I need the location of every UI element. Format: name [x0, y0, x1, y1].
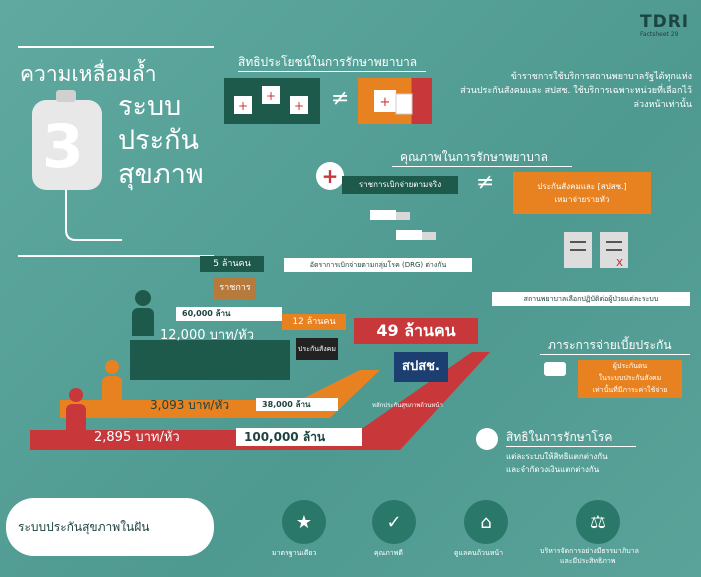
svg-text:+: + — [266, 89, 276, 103]
benefits-heading: สิทธิประโยชน์ในการรักษาพยาบาล — [238, 55, 418, 69]
checklist-icon: x — [564, 232, 628, 269]
title-line1: ความเหลื่อมล้ำ — [20, 62, 157, 86]
civil-hospitals-box: + + + — [224, 78, 320, 124]
title-number: 3 — [42, 112, 84, 182]
rights-line1: แต่ละระบบให้สิทธิแตกต่างกัน — [506, 452, 608, 461]
uc-sign: สปสช. — [394, 352, 448, 382]
social-per-head: 3,093 บาท/หัว — [150, 398, 230, 412]
factsheet-label: Factsheet 29 — [640, 31, 679, 38]
uc-person-icon — [64, 388, 88, 432]
pill-icon — [476, 428, 498, 450]
burden-box: ผู้ประกันตน ในระบบประกันสังคม เท่านั้นที… — [578, 360, 682, 398]
title-line4: สุขภาพ — [118, 159, 204, 190]
quality-heading: คุณภาพในการรักษาพยาบาล — [400, 150, 548, 164]
money-hands-icon — [370, 210, 436, 240]
quality-badge-icon: ✓ — [372, 500, 416, 544]
svg-text:+: + — [294, 99, 304, 113]
uc-people-label: 49 ล้านคน — [354, 318, 478, 344]
benefits-desc: ข้าราชการใช้บริการสถานพยาบาลรัฐได้ทุกแห่… — [440, 70, 692, 112]
drg-note: อัตราการเบิกจ่ายตามกลุ่มโรค (DRG) ต่างกั… — [284, 258, 472, 272]
title-line2: ระบบ — [118, 91, 182, 122]
svg-text:+: + — [238, 99, 248, 113]
capitation-line1: ประกันสังคมและ [สปสช.] — [537, 182, 627, 191]
iv-bag-icon — [32, 90, 122, 241]
civil-budget: 60,000 ล้าน — [176, 307, 282, 321]
ideal-universal: ดูแลคนถ้วนหน้า — [454, 549, 504, 557]
ideal-efficiency: และมีประสิทธิภาพ — [560, 557, 616, 565]
title-rule-bottom — [18, 255, 214, 257]
svg-text:+: + — [380, 95, 391, 110]
quality-rule — [392, 166, 572, 167]
civil-people-label: 5 ล้านคน — [200, 256, 264, 272]
ideal-governance: บริหารจัดการอย่างมีธรรมาภิบาล — [540, 547, 639, 555]
hospital-selection-note: สถานพยาบาลเลือกปฏิบัติต่อผู้ป่วยแต่ละระบ… — [492, 292, 690, 306]
benefits-desc-3: ล่วงหน้าเท่านั้น — [633, 100, 692, 110]
burden-heading: ภาระการจ่ายเบี้ยประกัน — [548, 338, 672, 352]
social-budget: 38,000 ล้าน — [256, 398, 338, 411]
title-rule-top — [18, 46, 214, 48]
social-sign: ประกันสังคม — [296, 338, 338, 360]
medical-cross-icon: + — [316, 162, 344, 190]
uc-sub: หลักประกันสุขภาพถ้วนหน้า — [372, 402, 443, 409]
hospital-document-icon: + — [374, 90, 413, 115]
cash-icon — [544, 362, 566, 376]
family-badge-icon: ⌂ — [464, 500, 508, 544]
ideal-standard: มาตรฐานเดียว — [272, 549, 317, 557]
quality-neq: ≠ — [476, 170, 495, 195]
ideal-quality: คุณภาพดี — [374, 549, 403, 557]
burden-line1: ผู้ประกันตน — [612, 362, 648, 370]
benefits-neq: ≠ — [331, 86, 350, 111]
civil-per-head: 12,000 บาท/หัว — [160, 328, 254, 343]
uc-per-head: 2,895 บาท/หัว — [94, 430, 180, 445]
benefits-desc-1: ข้าราชการใช้บริการสถานพยาบาลรัฐได้ทุกแห่… — [510, 72, 692, 82]
rights-rule — [506, 446, 636, 447]
civil-sign: ราชการ — [214, 277, 256, 299]
uc-budget: 100,000 ล้าน — [236, 428, 362, 446]
svg-text:x: x — [616, 255, 623, 269]
burden-rule — [540, 354, 690, 355]
social-person-icon — [100, 360, 124, 400]
civil-person-icon — [130, 290, 156, 336]
tdri-logo: TDRI — [640, 12, 690, 32]
benefits-desc-2: ส่วนประกันสังคมและ สปสช. ใช้บริการเฉพาะห… — [460, 86, 692, 96]
hospitals-icon: + + + — [234, 86, 308, 114]
uc-platform — [30, 352, 490, 450]
selected-hospital-box: + — [358, 78, 432, 124]
dream-cloud — [6, 498, 214, 556]
quality-capitation-box: ประกันสังคมและ [สปสช.] เหมาจ่ายรายหัว — [513, 172, 651, 214]
rights-desc: แต่ละระบบให้สิทธิแตกต่างกัน และจำกัดวงเง… — [506, 450, 608, 476]
benefits-rule — [238, 71, 426, 72]
capitation-line2: เหมาจ่ายรายหัว — [554, 195, 610, 204]
title-line3: ประกัน — [118, 125, 199, 156]
standard-badge-icon: ★ — [282, 500, 326, 544]
burden-line2: ในระบบประกันสังคม — [598, 374, 662, 382]
scales-badge-icon: ⚖ — [576, 500, 620, 544]
civil-platform — [130, 340, 290, 380]
burden-line3: เท่านั้นที่มีภาระค่าใช้จ่าย — [592, 386, 668, 394]
dream-cloud-text: ระบบประกันสุขภาพในฝัน — [18, 520, 150, 534]
social-people-label: 12 ล้านคน — [282, 314, 346, 330]
rights-heading: สิทธิในการรักษาโรค — [506, 430, 613, 444]
rights-line2: และจำกัดวงเงินแตกต่างกัน — [506, 465, 600, 474]
quality-civil-box: ราชการเบิกจ่ายตามจริง — [342, 176, 458, 194]
